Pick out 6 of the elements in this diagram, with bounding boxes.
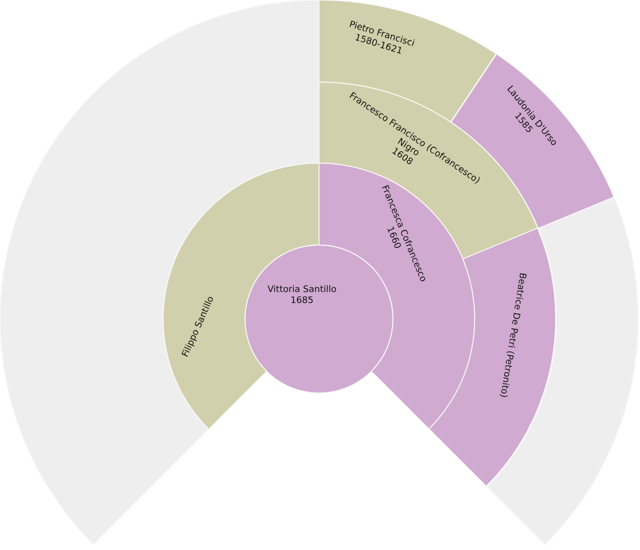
life-dates: 1685 bbox=[290, 296, 314, 307]
person-sector bbox=[429, 228, 556, 487]
person-name: Vittoria Santillo bbox=[267, 285, 337, 296]
life-dates: 1660 bbox=[384, 225, 402, 250]
person-name: Beatrice De Petri (Petronito) bbox=[496, 272, 528, 398]
blank-sector bbox=[486, 196, 638, 545]
